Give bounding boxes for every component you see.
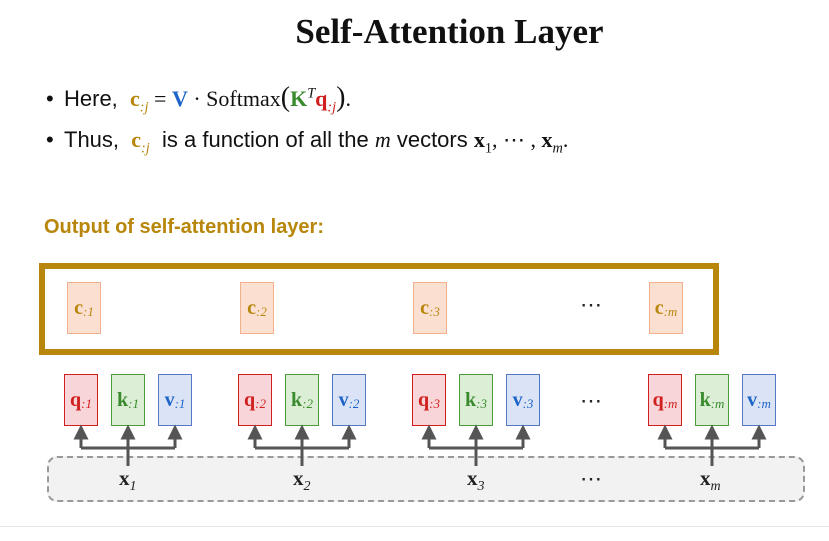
branch-arrow [421,424,531,466]
branch-arrow [247,424,357,466]
k-cell: k:2 [285,374,319,426]
bullet-dot: • [46,127,54,152]
bullet-2: •Thus, c:j is a function of all the m ve… [46,127,569,157]
slide-title: Self-Attention Layer [295,12,604,51]
v-cell: v:2 [332,374,366,426]
q-cell: q:m [648,374,682,426]
equation: c:j = V · Softmax(KTq:j). [130,82,351,116]
q-cell: q:2 [238,374,272,426]
x-label: xm [700,466,721,495]
ellipsis: ⋯ [580,466,604,491]
v-cell: v:1 [158,374,192,426]
v-cell: v:3 [506,374,540,426]
input-box [47,456,805,502]
x-label: x3 [467,466,485,495]
bullet-2-prefix: Thus, [64,127,120,152]
bullet-dot: • [46,86,54,111]
bullet-2-mid: is a function of all the [162,127,369,152]
c-cell: c:m [649,282,683,334]
x-label: x2 [293,466,311,495]
bullet-1: • Here, c:j = V · Softmax(KTq:j). [46,82,351,116]
footer-divider [0,526,829,527]
branch-arrow [657,424,767,466]
c-cell: c:1 [67,282,101,334]
ellipsis: ⋯ [580,388,604,413]
c-cell: c:2 [240,282,274,334]
bullet-2-m: m [374,127,391,152]
x-label: x1 [119,466,137,495]
c-cell: c:3 [413,282,447,334]
ellipsis: ⋯ [580,292,604,317]
k-cell: k:3 [459,374,493,426]
output-label: Output of self-attention layer: [44,216,324,238]
bullet-2-vectors: vectors [396,127,468,152]
k-cell: k:1 [111,374,145,426]
v-cell: v:m [742,374,776,426]
softmax-label: Softmax [206,86,281,111]
branch-arrow [73,424,183,466]
bullet-1-prefix: Here, [64,86,118,111]
k-cell: k:m [695,374,729,426]
output-box [39,263,719,355]
